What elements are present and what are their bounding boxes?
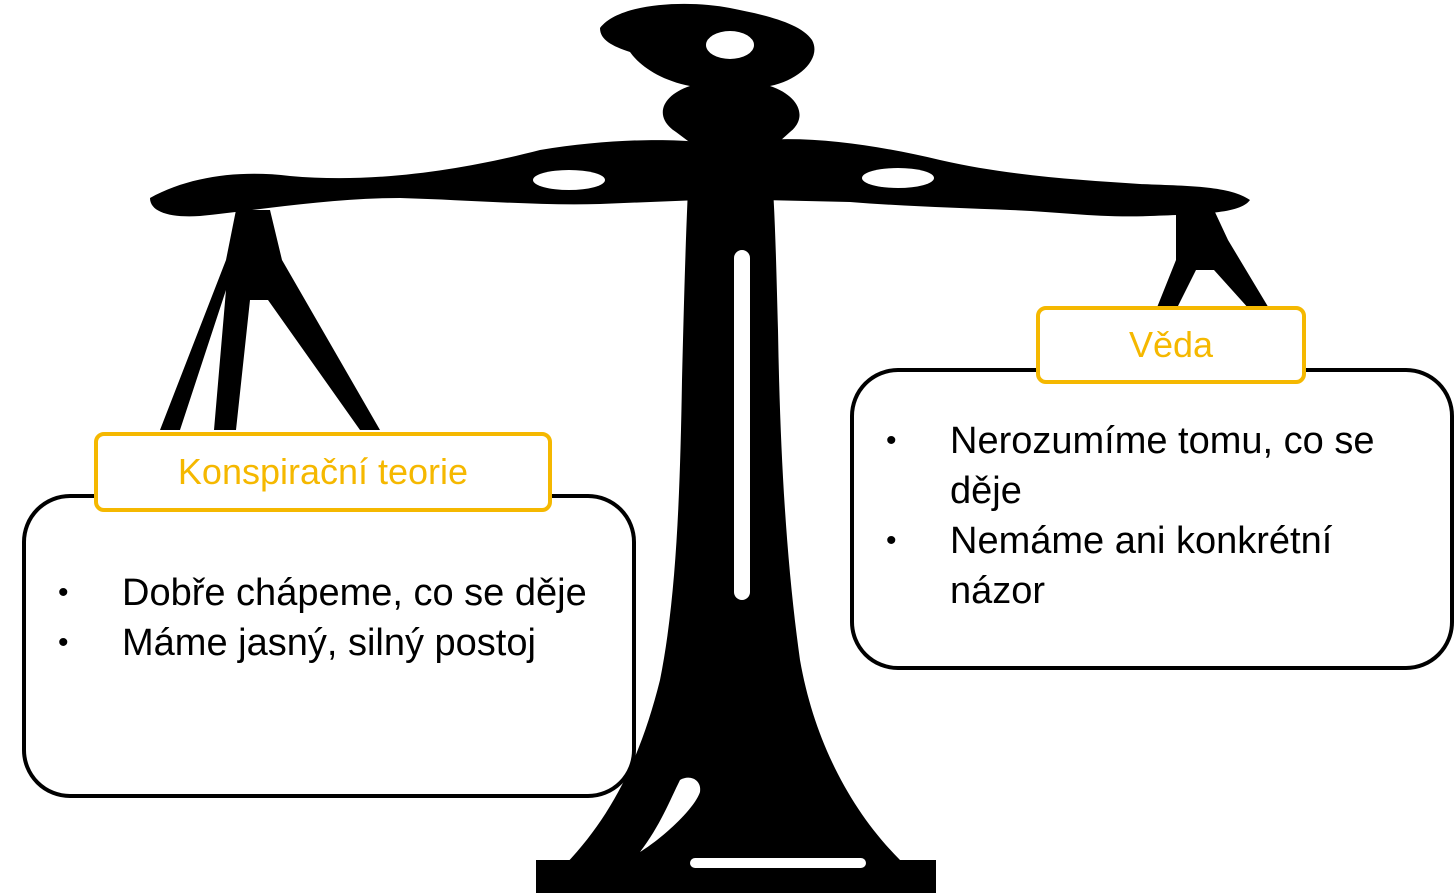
- bullet-text: Dobře chápeme, co se děje: [122, 572, 587, 614]
- conspiracy-theory-panel: • Dobře chápeme, co se děje • Máme jasný…: [22, 494, 636, 798]
- science-bullets: • Nerozumíme tomu, co se děje • Nemáme a…: [886, 416, 1420, 616]
- bullet-item: • Nerozumíme tomu, co se děje: [886, 416, 1420, 516]
- science-label-text: Věda: [1128, 324, 1214, 365]
- bullet-text: Máme jasný, silný postoj: [122, 622, 536, 664]
- science-label: Věda: [1036, 306, 1306, 384]
- bullet-icon: •: [58, 626, 69, 659]
- conspiracy-theory-label-text: Konspirační teorie: [177, 451, 469, 492]
- bullet-icon: •: [58, 576, 69, 609]
- bullet-text: Nemáme ani konkrétní názor: [950, 520, 1333, 612]
- bullet-item: • Máme jasný, silný postoj: [58, 618, 622, 668]
- bullet-icon: •: [886, 524, 897, 557]
- bullet-item: • Dobře chápeme, co se děje: [58, 568, 622, 618]
- bullet-text: Nerozumíme tomu, co se děje: [950, 420, 1375, 512]
- bullet-icon: •: [886, 424, 897, 457]
- scale-highlights: [533, 31, 934, 868]
- conspiracy-theory-label: Konspirační teorie: [94, 432, 552, 512]
- conspiracy-theory-bullets: • Dobře chápeme, co se děje • Máme jasný…: [58, 568, 622, 668]
- bullet-item: • Nemáme ani konkrétní názor: [886, 516, 1420, 616]
- science-panel: • Nerozumíme tomu, co se děje • Nemáme a…: [850, 368, 1454, 670]
